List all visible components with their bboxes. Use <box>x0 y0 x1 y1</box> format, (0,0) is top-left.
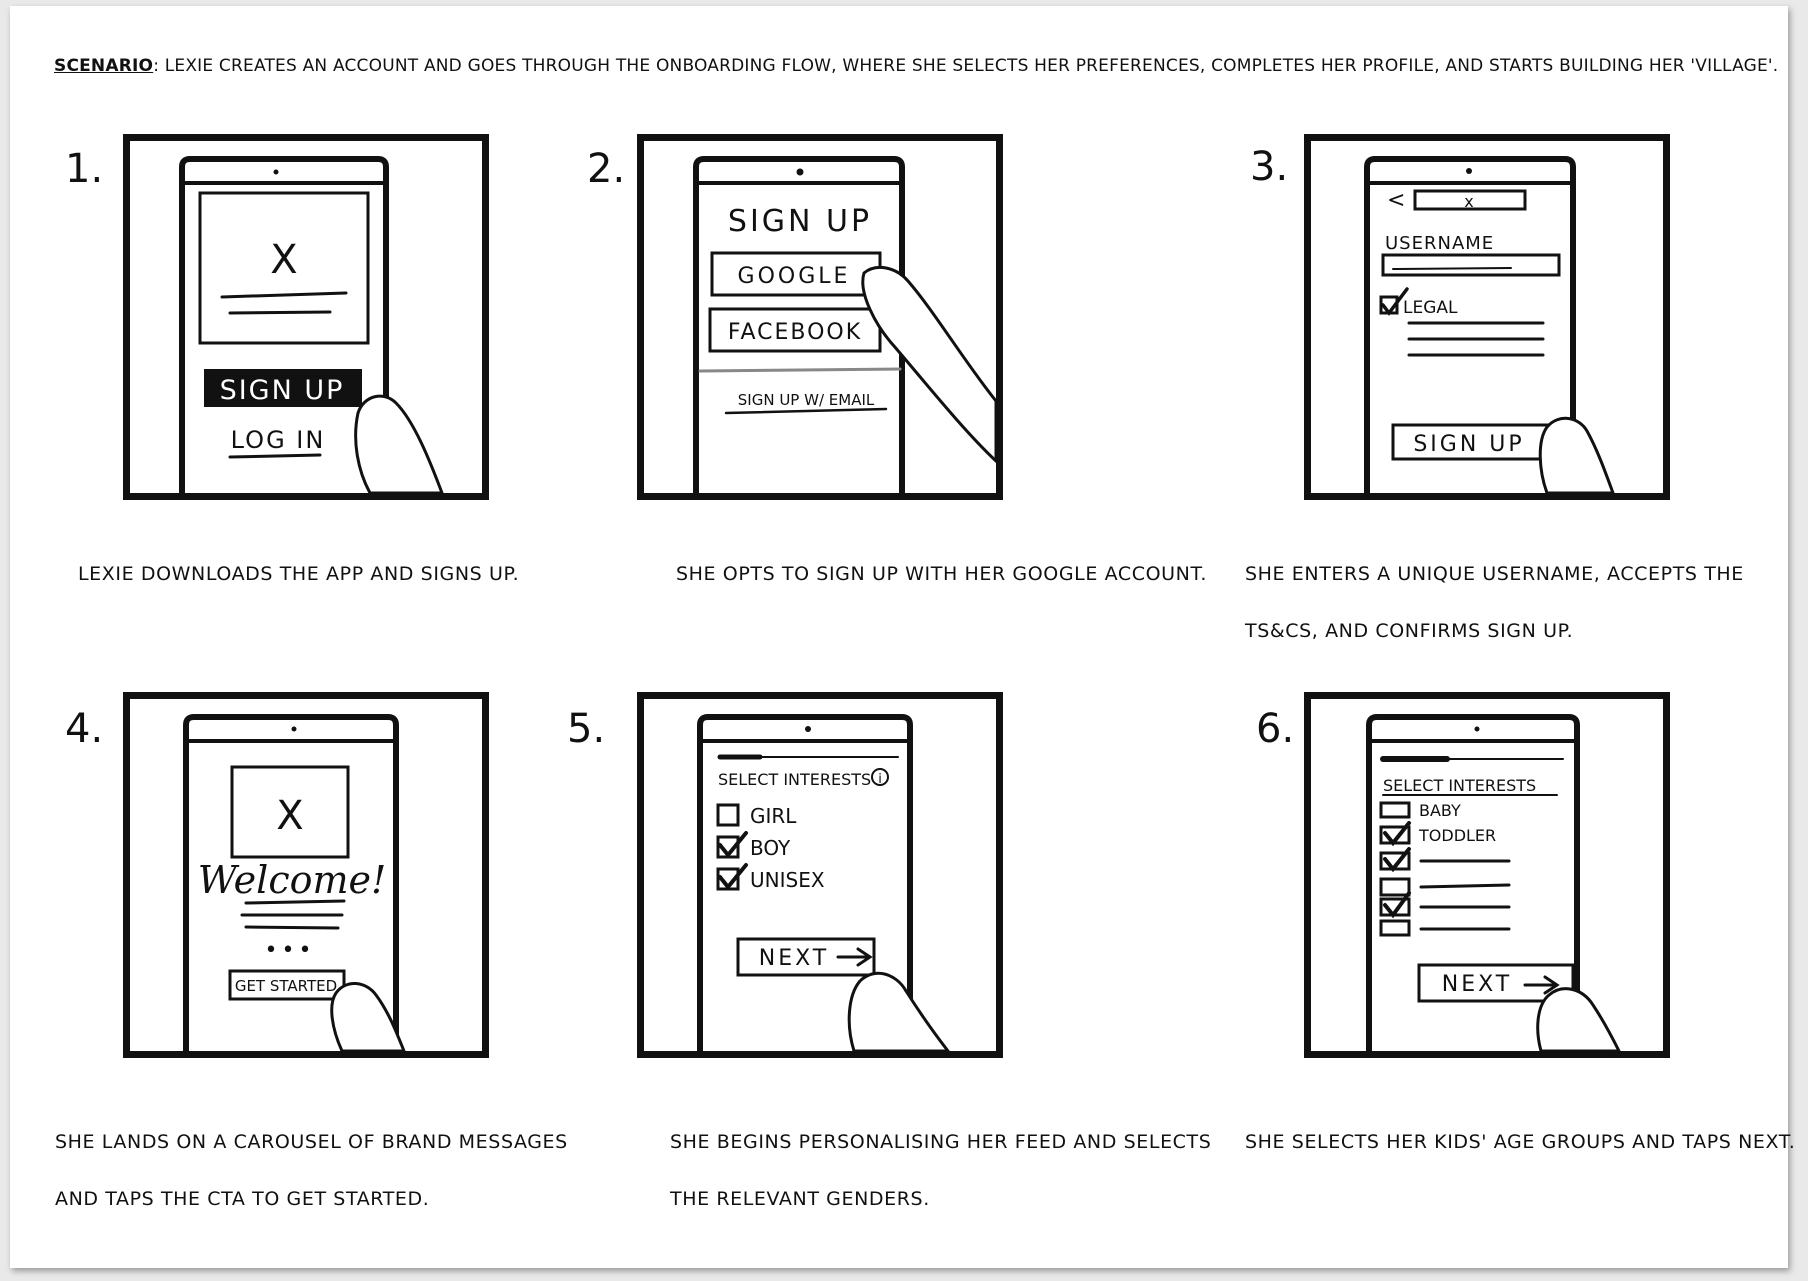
panel-6-heading: SELECT INTERESTS <box>1383 776 1536 795</box>
panel-2-number: 2. <box>587 146 626 192</box>
panel-2-title: SIGN UP <box>728 204 872 239</box>
panel-4-number: 4. <box>65 706 104 752</box>
panel-5-next-button: NEXT <box>759 946 829 971</box>
panel-4-image-placeholder-icon: X <box>276 793 303 839</box>
panel-5-option-label: BOY <box>750 836 791 860</box>
panel-2-google-button: GOOGLE <box>738 264 851 289</box>
panel-3-close-icon: x <box>1464 192 1473 211</box>
panel-1-frame: X SIGN UP LOG IN <box>123 134 489 500</box>
scenario-label: SCENARIO <box>54 56 154 76</box>
panel-5-heading: SELECT INTERESTS <box>718 770 871 789</box>
panel-5-finger-icon <box>847 971 950 1051</box>
panel-5-frame: SELECT INTERESTS i GIRL BOY UNISEX NEXT <box>637 692 1003 1058</box>
panel-1-number: 1. <box>65 146 104 192</box>
panel-5-arrow-icon <box>836 947 873 967</box>
panel-3-legal-label: LEGAL <box>1403 298 1458 318</box>
panel-1-sign-up-button: SIGN UP <box>220 375 345 406</box>
panel-3-number: 3. <box>1250 144 1289 190</box>
scenario-line: SCENARIO: LEXIE CREATES AN ACCOUNT AND G… <box>54 56 1778 76</box>
panel-4-welcome-heading: Welcome! <box>198 858 387 902</box>
storyboard-sheet: SCENARIO: LEXIE CREATES AN ACCOUNT AND G… <box>10 6 1795 1268</box>
panel-6-frame: SELECT INTERESTS BABY TODDLER NEXT <box>1304 692 1670 1058</box>
panel-4-caption: SHE LANDS ON A CAROUSEL OF BRAND MESSAGE… <box>55 1131 568 1210</box>
panel-5-number: 5. <box>567 706 606 752</box>
panel-5-caption: SHE BEGINS PERSONALISING HER FEED AND SE… <box>670 1131 1212 1210</box>
panel-3-sketch: < x USERNAME LEGAL SIGN UP <box>1364 156 1615 493</box>
panel-3-sign-up-button: SIGN UP <box>1413 432 1524 457</box>
panel-3-frame: < x USERNAME LEGAL SIGN UP <box>1304 134 1670 500</box>
panel-5-option-label: GIRL <box>750 804 797 828</box>
panel-6-option-label: TODDLER <box>1418 826 1496 845</box>
panel-1-finger-icon <box>354 394 444 493</box>
panel-6-option-label: BABY <box>1419 801 1461 820</box>
panel-2-sketch: SIGN UP GOOGLE FACEBOOK SIGN UP W/ EMAIL <box>693 156 996 493</box>
panel-2-email-link: SIGN UP W/ EMAIL <box>738 391 875 409</box>
panel-4-carousel-dots: ••• <box>265 938 316 963</box>
panel-1-caption: LEXIE DOWNLOADS THE APP AND SIGNS UP. <box>78 563 520 585</box>
panel-6-sketch: SELECT INTERESTS BABY TODDLER NEXT <box>1366 714 1621 1051</box>
panel-5-sketch: SELECT INTERESTS i GIRL BOY UNISEX NEXT <box>697 714 950 1051</box>
panel-2-frame: SIGN UP GOOGLE FACEBOOK SIGN UP W/ EMAIL <box>637 134 1003 500</box>
panel-2-caption: SHE OPTS TO SIGN UP WITH HER GOOGLE ACCO… <box>676 563 1208 585</box>
panel-6-finger-icon <box>1536 987 1621 1051</box>
panel-4-get-started-button: GET STARTED <box>235 977 337 995</box>
panel-2-finger-icon <box>861 265 996 464</box>
panel-3-username-label: USERNAME <box>1385 233 1494 254</box>
panel-1-image-placeholder-icon: X <box>270 237 297 283</box>
panel-4-finger-icon <box>330 982 406 1051</box>
scenario-text: : LEXIE CREATES AN ACCOUNT AND GOES THRO… <box>153 56 1779 76</box>
panel-2-facebook-button: FACEBOOK <box>728 320 862 345</box>
panel-1-sketch: X SIGN UP LOG IN <box>179 156 444 493</box>
panel-6-arrow-icon <box>1523 975 1560 995</box>
panel-5-option-label: UNISEX <box>750 868 825 892</box>
panel-6-number: 6. <box>1256 706 1295 752</box>
panel-5-info-icon: i <box>878 772 882 787</box>
panel-6-next-button: NEXT <box>1442 972 1512 997</box>
panel-3-back-icon: < <box>1387 188 1405 213</box>
panel-6-caption: SHE SELECTS HER KIDS' AGE GROUPS AND TAP… <box>1245 1131 1796 1153</box>
panel-3-finger-icon <box>1538 416 1615 493</box>
panel-4-frame: X Welcome! ••• GET STARTED <box>123 692 489 1058</box>
panel-1-log-in-link: LOG IN <box>231 426 326 454</box>
panel-4-sketch: X Welcome! ••• GET STARTED <box>183 714 406 1051</box>
panel-3-caption: SHE ENTERS A UNIQUE USERNAME, ACCEPTS TH… <box>1245 563 1744 642</box>
